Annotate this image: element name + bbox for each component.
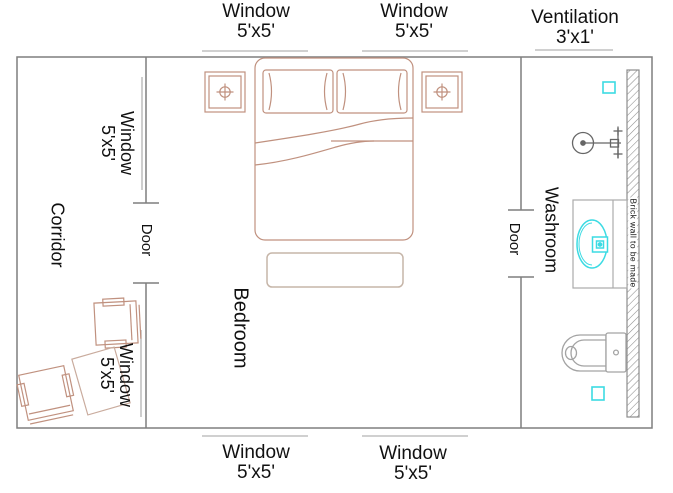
window-label: Window (379, 443, 447, 464)
faucet-icon (591, 236, 609, 253)
label-ventilation: Ventilation 3'x1' (531, 7, 619, 49)
label-window-corridor: Window 5'x5' (97, 342, 137, 408)
pillow-icon (262, 69, 334, 114)
nightstand-lamp-icon (204, 71, 246, 113)
label-door-washroom: Door (505, 222, 523, 256)
washroom-fixtures (561, 81, 628, 401)
window-size: 5'x5' (98, 125, 118, 161)
armchair-icon (93, 297, 142, 349)
window-size: 5'x5' (237, 21, 275, 43)
window-size: 5'x5' (97, 357, 117, 393)
walls (16, 56, 653, 429)
nightstand-lamp-icon (421, 71, 463, 113)
shower-icon (571, 126, 623, 159)
label-window-left-wall: Window 5'x5' (98, 110, 138, 176)
armchair-icon (16, 365, 75, 425)
window-size: 5'x5' (237, 462, 275, 484)
bed-icon (254, 57, 414, 241)
corridor-bedroom-wall (133, 57, 159, 428)
window-label: Window (222, 1, 290, 22)
exterior-wall (16, 56, 653, 429)
ventilation-label: Ventilation (531, 7, 619, 28)
ventilation-size: 3'x1' (556, 27, 594, 49)
vent-drain-icon (602, 81, 616, 94)
bench-icon (266, 252, 404, 288)
label-door-bedroom: Door (137, 223, 155, 257)
label-brick-wall-note: Brick wall to be made (628, 197, 639, 289)
window-label: Window (117, 110, 138, 176)
window-label: Window (222, 442, 290, 463)
window-label: Window (380, 1, 448, 22)
label-window-top-left: Window 5'x5' (222, 1, 290, 43)
window-label: Window (116, 342, 137, 408)
label-window-bottom-left: Window 5'x5' (222, 442, 290, 484)
side-table-icon (71, 346, 131, 416)
label-room-corridor: Corridor (47, 202, 68, 268)
dimension-lines (140, 49, 613, 437)
floor-drain-icon (591, 386, 605, 401)
bedroom-furniture (204, 57, 463, 288)
label-room-washroom: Washroom (541, 186, 562, 274)
window-size: 5'x5' (394, 463, 432, 485)
pillow-icon (336, 69, 408, 114)
bedroom-washroom-wall (508, 57, 534, 428)
corridor-furniture (16, 297, 142, 425)
blanket-fold (254, 140, 375, 166)
label-window-top-right: Window 5'x5' (380, 1, 448, 43)
window-size: 5'x5' (395, 21, 433, 43)
blanket-fold (254, 117, 414, 144)
label-room-bedroom: Bedroom (229, 287, 252, 369)
sink-basin-icon (576, 219, 609, 269)
toilet-icon (561, 332, 627, 373)
label-window-bottom-right: Window 5'x5' (379, 443, 447, 485)
